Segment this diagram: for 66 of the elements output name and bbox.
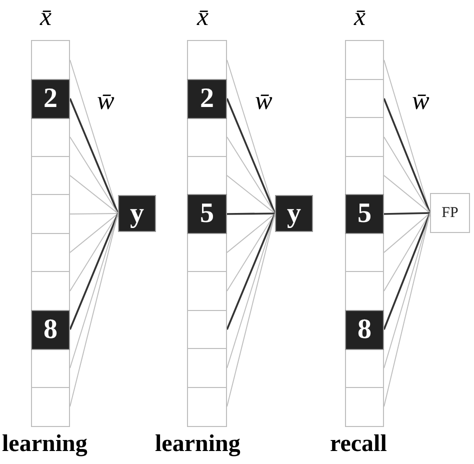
vector-cell (31, 40, 70, 80)
output-box: y (118, 195, 156, 232)
vector-cell: 2 (187, 78, 227, 118)
connection-line (226, 98, 276, 214)
connection-line (384, 175, 430, 214)
connection-line (226, 213, 276, 330)
connection-line (70, 213, 118, 253)
vector-cell (187, 232, 227, 272)
connection-line (70, 213, 118, 368)
connection-line (226, 213, 276, 368)
vector-cell (345, 40, 384, 80)
connection-line (70, 136, 118, 214)
vector-cell (31, 271, 70, 311)
output-box: y (275, 195, 313, 232)
vector-cell (345, 386, 384, 426)
phase-label: learning (2, 432, 88, 456)
connection-line (226, 213, 276, 407)
vector-cell (187, 386, 227, 426)
vector-cell (31, 194, 70, 234)
phase-label: recall (330, 432, 387, 456)
connection-line (70, 213, 118, 407)
vector-cell: 5 (345, 194, 384, 234)
vector-cell: 8 (345, 310, 384, 350)
vector-cell (187, 156, 227, 196)
connection-line (70, 175, 118, 214)
vector-symbol: x̄ (197, 4, 209, 30)
connection-line (70, 213, 118, 214)
vector-symbol: x̄ (40, 4, 52, 30)
phase-label: learning (155, 432, 240, 456)
weight-symbol: w̄ (97, 88, 114, 114)
vector-cell (187, 310, 227, 350)
connection-line (383, 212, 431, 330)
vector-cell (187, 40, 227, 80)
vector-cell: 5 (187, 194, 227, 234)
connection-line (226, 213, 276, 253)
vector-cell (31, 348, 70, 388)
output-box: FP (430, 193, 470, 233)
vector-cell (345, 117, 384, 157)
connection-line (384, 136, 430, 214)
connection-line (384, 212, 430, 253)
weight-symbol: w̄ (255, 88, 272, 114)
weight-symbol: w̄ (412, 88, 430, 114)
connection-line (384, 212, 430, 407)
connection-line (384, 212, 430, 215)
vector-cell (31, 156, 70, 196)
vector-cell (345, 78, 384, 118)
vector-cell (187, 271, 227, 311)
vector-cell (187, 348, 227, 388)
vector-cell: 2 (31, 78, 70, 118)
vector-cell: 8 (31, 310, 70, 350)
vector-cell (345, 232, 384, 272)
connection-line (69, 98, 119, 214)
vector-symbol: x̄ (354, 4, 366, 30)
vector-cell (31, 386, 70, 426)
connection-line (383, 98, 431, 214)
connection-line (384, 212, 430, 368)
connection-line (69, 213, 119, 330)
connection-line (226, 136, 276, 214)
connection-line (227, 212, 275, 215)
vector-cell (345, 271, 384, 311)
vector-cell (345, 156, 384, 196)
vector-cell (187, 117, 227, 157)
connection-line (226, 175, 276, 214)
vector-cell (31, 232, 70, 272)
vector-cell (345, 348, 384, 388)
vector-cell (31, 117, 70, 157)
